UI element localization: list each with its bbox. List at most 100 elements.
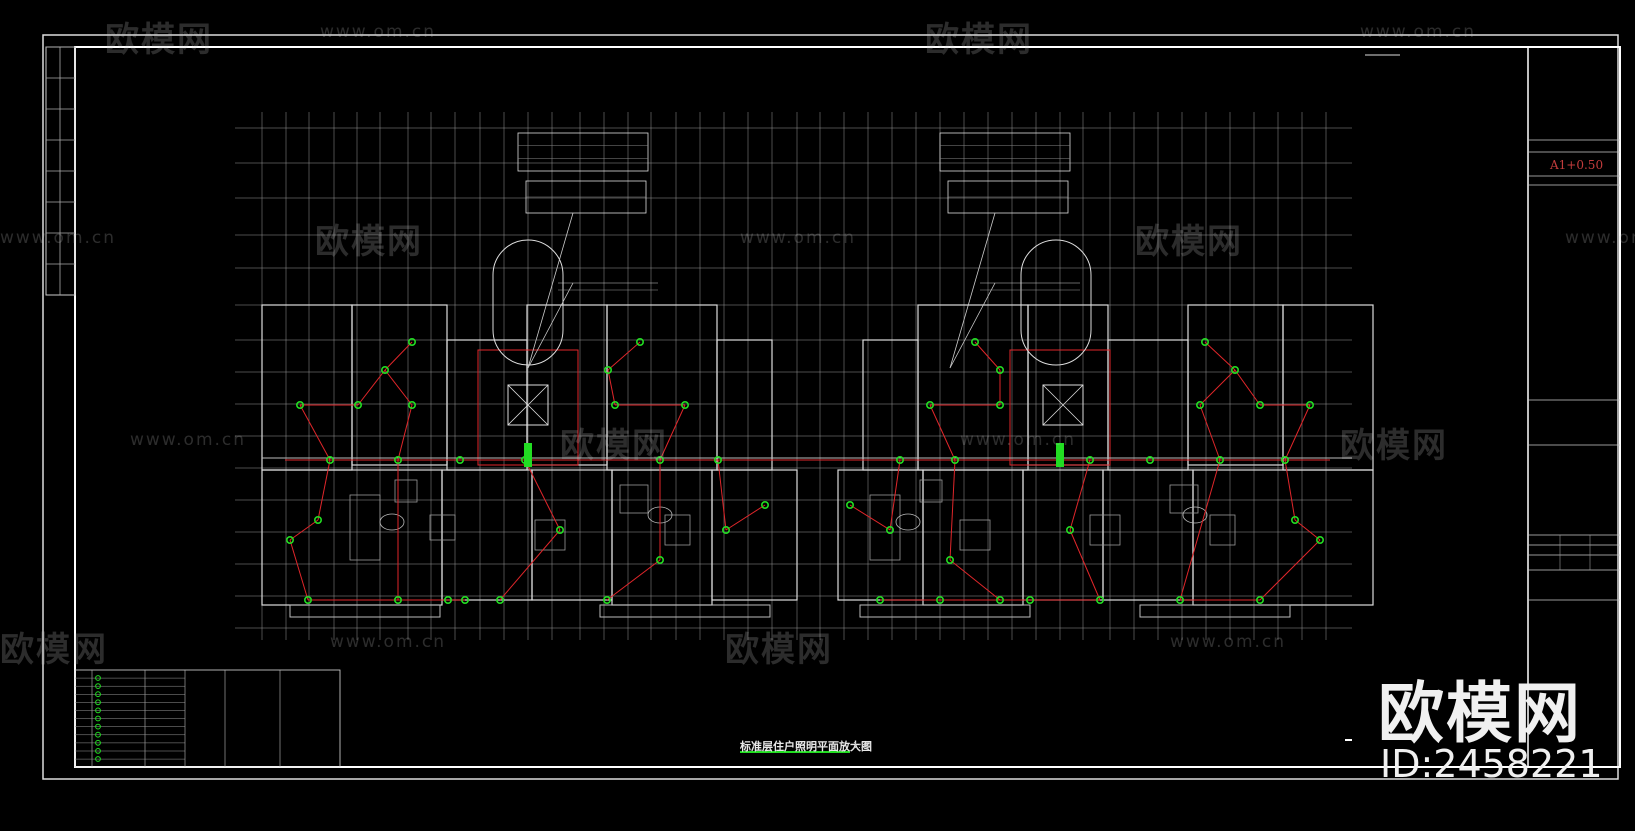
balcony: [599, 604, 771, 618]
light-fixture-icon: [935, 595, 944, 604]
light-fixture-icon: [1231, 365, 1240, 374]
light-fixture-icon: [1256, 400, 1265, 409]
wire-run: [1259, 539, 1321, 601]
light-fixture-icon: [603, 365, 612, 374]
legend-symbol-icon: [95, 683, 101, 689]
light-fixture-icon: [1201, 337, 1210, 346]
light-fixture-icon: [1086, 455, 1095, 464]
legend-symbol-icon: [95, 675, 101, 681]
light-fixture-icon: [875, 595, 884, 604]
light-fixture-icon: [995, 595, 1004, 604]
light-fixture-icon: [1066, 525, 1075, 534]
light-fixture-icon: [1096, 595, 1105, 604]
wire-run: [289, 519, 319, 541]
light-fixture-icon: [555, 525, 564, 534]
light-fixture-icon: [1281, 455, 1290, 464]
light-fixture-icon: [285, 535, 294, 544]
leader-line: [949, 212, 996, 369]
legend-symbol-icon: [95, 715, 101, 722]
inner-border: [74, 46, 1621, 768]
furniture: [664, 514, 691, 546]
light-fixture-icon: [495, 595, 504, 604]
furniture: [394, 479, 418, 503]
legend-table: [74, 669, 341, 768]
light-fixture-icon: [610, 400, 619, 409]
brand-id: ID:2458221: [1380, 742, 1603, 786]
furniture: [349, 494, 381, 561]
light-fixture-icon: [1316, 535, 1325, 544]
light-fixture-icon: [713, 455, 722, 464]
legend-symbol-icon: [95, 707, 101, 714]
light-fixtures: [285, 337, 1325, 604]
light-fixture-icon: [1216, 455, 1225, 464]
light-fixture-icon: [313, 515, 322, 524]
wire-run: [357, 369, 386, 406]
rug-oval: [379, 513, 405, 531]
balcony: [289, 604, 441, 618]
light-fixture-icon: [1256, 595, 1265, 604]
light-fixture-icon: [1026, 595, 1035, 604]
rug-oval: [895, 513, 921, 531]
light-fixture-icon: [303, 595, 312, 604]
light-fixture-icon: [895, 455, 904, 464]
wire-run: [659, 404, 686, 461]
legend-symbol-icon: [95, 723, 101, 730]
wire-run: [397, 404, 413, 461]
legend-symbol-icon: [95, 691, 101, 698]
light-fixture-icon: [845, 500, 854, 509]
wire-run: [299, 404, 331, 461]
brand-logo: 欧模网: [1378, 675, 1582, 752]
wire-run: [499, 529, 561, 601]
light-fixture-icon: [885, 525, 894, 534]
light-fixture-icon: [655, 455, 664, 464]
legend-symbol-icon: [95, 748, 101, 754]
light-fixture-icon: [1306, 400, 1315, 409]
wire-run: [929, 404, 956, 461]
legend-symbol-icon: [95, 756, 101, 762]
light-fixture-icon: [460, 595, 469, 604]
light-fixture-icon: [602, 595, 611, 604]
wire-run: [289, 539, 309, 601]
wire-run: [1284, 404, 1311, 461]
wire-run: [384, 369, 413, 406]
wire-run: [974, 341, 1001, 371]
leader-line: [527, 212, 574, 369]
light-fixture-icon: [925, 400, 934, 409]
wire-run: [607, 369, 616, 406]
light-fixture-icon: [1291, 515, 1300, 524]
light-fixture-icon: [393, 455, 402, 464]
light-fixture-icon: [407, 400, 416, 409]
light-fixture-icon: [635, 337, 644, 346]
distribution-panel-icon: [524, 443, 532, 467]
light-fixture-icon: [970, 337, 979, 346]
outer-border: [42, 34, 1619, 780]
light-fixture-icon: [1176, 595, 1185, 604]
light-fixture-icon: [680, 400, 689, 409]
wire-run: [317, 459, 331, 521]
elevator-cross: [507, 384, 549, 426]
wire-run: [889, 459, 901, 531]
light-fixture-icon: [407, 337, 416, 346]
light-fixture-icon: [721, 525, 730, 534]
furniture: [619, 484, 649, 514]
balcony: [859, 604, 1031, 618]
light-fixture-icon: [1146, 455, 1155, 464]
light-fixture-icon: [325, 455, 334, 464]
light-fixture-icon: [655, 555, 664, 564]
elevator-shaft: [1042, 384, 1084, 426]
light-fixture-icon: [353, 400, 362, 409]
light-fixture-icon: [945, 555, 954, 564]
furniture: [429, 514, 456, 541]
light-fixture-icon: [1196, 400, 1205, 409]
wire-run: [1199, 369, 1236, 406]
wire-run: [949, 559, 1001, 601]
legend-symbol-icon: [95, 731, 101, 738]
drawing-title-scale: 1:50: [853, 741, 871, 750]
elevator-cross: [1042, 384, 1084, 426]
title-block: [740, 47, 1620, 767]
wire-run: [725, 504, 766, 531]
furniture: [534, 519, 566, 551]
drawing-frame: [42, 34, 1621, 780]
wire-run: [1234, 369, 1261, 406]
